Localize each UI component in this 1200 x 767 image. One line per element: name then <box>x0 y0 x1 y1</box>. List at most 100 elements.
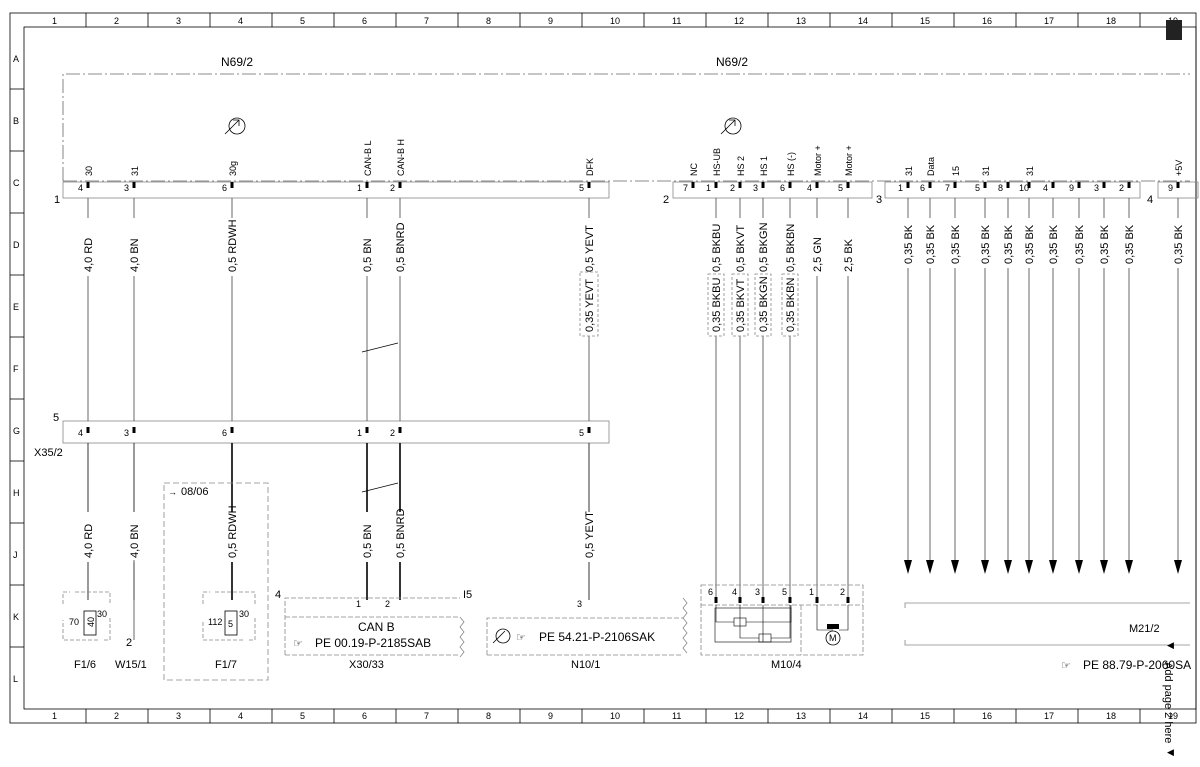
pin-signal-label: CAN-B L <box>363 140 373 176</box>
label-gap <box>948 218 962 268</box>
pin-number: 2 <box>1119 183 1124 193</box>
wire-label: 4,0 RD <box>83 238 95 272</box>
pin-terminal <box>714 597 718 603</box>
pin-terminal <box>983 182 987 188</box>
pin-number: 6 <box>780 183 785 193</box>
pin-number: 6 <box>222 183 227 193</box>
wire-label: 0,35 YEVT <box>584 279 596 332</box>
module-enclosure <box>62 73 1190 181</box>
grid-col-label: 2 <box>114 711 119 721</box>
x3033-pin2: 2 <box>385 599 390 609</box>
label-gap <box>393 218 407 276</box>
motor-icon-m: M <box>829 633 837 643</box>
wire-label: 0,35 BK <box>1048 224 1060 264</box>
pin-terminal <box>788 182 792 188</box>
grid-col-label: 15 <box>920 16 930 26</box>
grid-col-label: 18 <box>1106 16 1116 26</box>
label-gap <box>81 218 95 276</box>
f17-date-arrow-icon: → <box>168 487 177 497</box>
m104-heater-box <box>714 607 792 643</box>
label-gap <box>393 512 407 562</box>
pin-number: 3 <box>755 587 760 597</box>
grid-col-label: 16 <box>982 711 992 721</box>
label-box <box>707 273 725 337</box>
pin-terminal <box>365 182 369 188</box>
grid-col-label: 3 <box>176 16 181 26</box>
w151-num: 2 <box>126 637 132 649</box>
grid-row-label: H <box>13 488 20 498</box>
pin-number: 6 <box>708 587 713 597</box>
wire-label: 0,5 BKBU <box>711 224 723 272</box>
pin-signal-label: 31 <box>130 166 140 176</box>
m212-ref[interactable]: PE 88.79-P-2060SA <box>1083 658 1191 672</box>
label-gap <box>1022 218 1036 268</box>
label-gap <box>978 218 992 268</box>
connector-1-number: 1 <box>54 194 60 206</box>
wire-label: 0,35 BK <box>1124 224 1136 264</box>
frame-grid <box>9 12 1197 724</box>
pin-number: 1 <box>706 183 711 193</box>
grid-row-label: B <box>13 116 19 126</box>
connector-2-housing <box>672 181 873 199</box>
hand-pointer-icon: ☞ <box>516 632 526 644</box>
wire-label: 0,35 BKGN <box>758 276 770 332</box>
grid-labels: 1122334455667788991010111112121313141415… <box>13 16 1178 721</box>
wire-label: 2,5 BK <box>843 238 855 272</box>
pin-signal-label: 31 <box>981 166 991 176</box>
x3033-pin1: 1 <box>356 599 361 609</box>
pin-terminal <box>1006 182 1010 188</box>
module-title-left: N69/2 <box>221 55 253 69</box>
x3033-ref[interactable]: PE 00.19-P-2185SAB <box>315 636 431 650</box>
label-gap <box>1072 218 1086 268</box>
pin-number: 7 <box>683 183 688 193</box>
pin-terminal <box>587 182 591 188</box>
x3033-label: X30/33 <box>349 659 384 671</box>
grid-col-label: 9 <box>548 711 553 721</box>
n101-ref[interactable]: PE 54.21-P-2106SAK <box>539 630 655 644</box>
connector-3-housing <box>884 181 1141 199</box>
pin-terminal <box>714 182 718 188</box>
grid-col-label: 18 <box>1106 711 1116 721</box>
pin-number: 5 <box>782 587 787 597</box>
wire-label: 0,5 BN <box>362 524 374 558</box>
pin-terminal <box>761 182 765 188</box>
pin-number: 6 <box>920 183 925 193</box>
grid-row-label: D <box>13 240 20 250</box>
fuse-f17-c: 30 <box>239 609 249 619</box>
pin-terminal <box>906 182 910 188</box>
label-gap <box>127 512 141 562</box>
grid-col-label: 19 <box>1168 711 1178 721</box>
wire-label: 0,5 BKBN <box>785 224 797 272</box>
pin-signal-label: HS 2 <box>736 156 746 176</box>
page-hint: Add page 2 here <box>1162 662 1174 743</box>
x3033-name: CAN B <box>358 620 395 634</box>
label-gap <box>225 512 239 562</box>
grid-col-label: 5 <box>300 711 305 721</box>
heater-element-icon <box>758 633 772 643</box>
pin-signal-label: 30 <box>84 166 94 176</box>
pin-terminal <box>788 597 792 603</box>
pin-number: 1 <box>809 587 814 597</box>
grid-col-label: 8 <box>486 711 491 721</box>
wire-label: 0,5 RDWH <box>227 219 239 272</box>
m212-label: M21/2 <box>1129 623 1160 635</box>
wire-label: 0,5 BKVT <box>735 225 747 272</box>
n101-label: N10/1 <box>571 659 600 671</box>
label-gap <box>127 218 141 276</box>
pin-number: 4 <box>78 428 83 438</box>
pin-terminal <box>1102 182 1106 188</box>
wire-label: 0,35 BK <box>1099 224 1111 264</box>
pin-terminal <box>953 182 957 188</box>
pin-number: 7 <box>945 183 950 193</box>
pin-signal-label: NC <box>689 163 699 176</box>
esd-symbol-icon <box>224 117 246 135</box>
pin-terminal <box>398 427 402 433</box>
inner-frame <box>23 26 1197 710</box>
wire-label: 0,5 YEVT <box>584 511 596 558</box>
label-box <box>731 273 749 337</box>
label-gap <box>582 512 596 562</box>
fuse-f16-c: 30 <box>97 609 107 619</box>
grid-col-label: 5 <box>300 16 305 26</box>
pin-number: 8 <box>998 183 1003 193</box>
